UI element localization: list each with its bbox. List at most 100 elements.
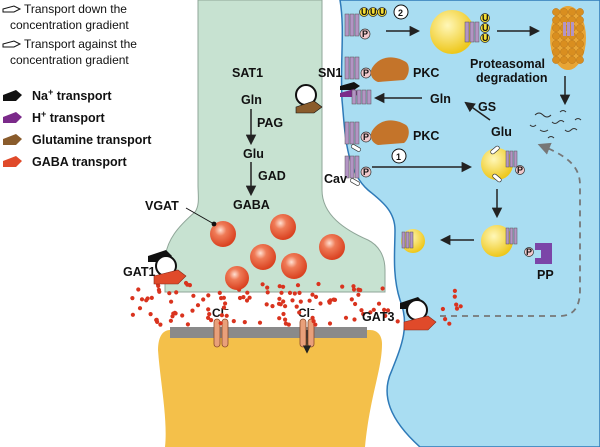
pkc-mid [370,120,409,145]
gaba-molecule [281,311,286,317]
gaba-a-receptor-1 [213,318,229,348]
gaba-molecule [295,283,301,288]
gaba-molecule [292,291,297,296]
gaba-molecule [353,301,358,307]
cav-transporter: P [344,144,372,186]
gaba-molecule [154,317,159,323]
proteasome-subunit [576,8,584,16]
vesicle [270,214,296,240]
svg-text:U: U [482,33,489,43]
gaba-molecule [380,286,385,291]
gaba-vesicles [210,214,345,290]
postsynaptic-neuron [158,330,382,447]
pkc-top-label: PKC [413,66,439,80]
sn1-label: SN1 [318,66,342,80]
presynaptic-terminal [164,0,386,293]
gaba-molecule [221,305,227,310]
gaba-molecule [241,295,246,300]
gaba-molecule [287,290,293,295]
gaba-molecule [217,290,222,295]
gaba-molecule [283,317,288,322]
gaba-label: GABA [233,198,270,212]
gaba-molecule [376,301,382,306]
gaba-molecule [281,299,286,304]
proteasomal-label-1: Proteasomal [470,57,545,71]
gat3-ubiquitinated-top: U U U P [344,7,387,40]
gaba-molecule [270,304,275,309]
proteasome-subunit [568,8,576,16]
proteasome-subunit [576,40,584,48]
gaba-molecule [148,312,153,317]
glu-recycling-path [440,142,581,317]
proteasome-subunit [552,40,560,48]
svg-text:Transport down the: Transport down the [24,2,127,16]
legend-down-arrow: Transport down the concentration gradien… [2,2,129,32]
svg-text:U: U [361,7,368,17]
svg-text:P: P [363,68,369,78]
gaba-molecule [149,295,154,300]
gaba-molecule [371,307,376,312]
gaba-molecule [277,316,282,321]
proteasome-subunit [568,40,576,48]
gaba-molecule [191,293,196,298]
glu-label: Glu [243,147,264,161]
gaba-molecule [242,320,247,325]
proteasome-subunit [576,16,584,24]
pkc-upper-transporter: P [344,56,372,80]
gaba-molecule [276,301,282,306]
gaba-molecule [237,295,243,301]
gaba-molecule [297,290,302,295]
gaba-molecule [172,310,177,315]
gaba-molecule [443,317,448,322]
svg-text:concentration gradient: concentration gradient [10,53,129,67]
gaba-molecule [130,312,135,317]
svg-text:P: P [517,165,523,175]
gaba-molecule [260,282,265,287]
gaba-molecule [279,290,284,295]
gaba-molecule [297,310,302,315]
sn1-transporter [340,82,372,105]
gaba-molecule [294,304,299,309]
gaba-molecule [219,313,224,318]
glu-right-label: Glu [491,125,512,139]
pp-enzyme [535,243,552,264]
gaba-molecule [231,319,236,324]
gaba-molecule [343,315,349,320]
gln-right-label: Gln [430,92,451,106]
svg-text:Glutamine transport: Glutamine transport [32,133,152,147]
legend-h: H+ transport [3,109,105,125]
endosome-dephosphorylation [481,225,513,257]
gaba-molecule [281,284,286,289]
gaba-molecule [440,306,445,312]
gaba-molecule [454,306,460,311]
gaba-molecule [137,306,143,311]
vesicle [250,244,276,270]
gaba-molecule [286,322,291,327]
gaba-molecule [209,318,214,323]
recycled-transporter [401,231,414,249]
gaba-molecule [313,322,318,327]
gaba-molecule [310,315,315,320]
proteasome-subunit [576,56,584,64]
gaba-molecule [356,292,361,297]
gaba-molecule [454,302,459,307]
gaba-molecule [218,321,223,326]
gaba-molecule [195,303,201,308]
gad-label: GAD [258,169,286,183]
svg-text:P: P [526,247,532,257]
gaba-molecule [224,313,229,318]
gaba-molecule [265,290,270,295]
gat3-transporter [400,297,437,331]
proteasomal-label-2: degradation [476,71,548,85]
legend: Transport down the concentration gradien… [2,2,152,169]
transporter-in-endosome: U U U [464,13,490,43]
gaba-molecule [361,311,366,317]
gaba-molecule [190,308,195,313]
gaba-molecule [156,283,161,288]
endosome-internalized [481,148,513,180]
gaba-molecule [265,285,270,290]
legend-na: Na+ transport [3,87,112,103]
gaba-molecule [283,304,288,309]
astrocyte [339,0,600,447]
vesicle [281,253,307,279]
